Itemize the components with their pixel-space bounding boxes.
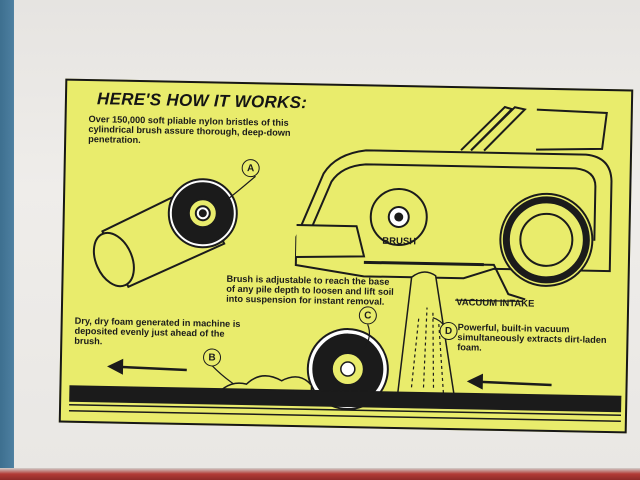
extracted-foam-column <box>395 271 457 409</box>
callout-a-text: Over 150,000 soft pliable nylon bristles… <box>88 114 291 146</box>
internal-brush <box>369 188 428 247</box>
brush-label: BRUSH <box>382 235 417 248</box>
callout-leaders <box>211 175 524 385</box>
vacuum-intake-label: VACUUM INTAKE <box>456 297 535 310</box>
carpet-pile <box>68 385 622 423</box>
carpet-brush <box>306 328 389 411</box>
direction-arrows <box>107 358 552 390</box>
headline: HERE'S HOW IT WORKS: <box>96 89 308 113</box>
how-it-works-panel: HERE'S HOW IT WORKS: Over 150,000 soft p… <box>58 78 634 434</box>
callout-d-text: Powerful, built-in vacuum simultaneously… <box>457 322 607 353</box>
machine-wheel <box>499 192 594 287</box>
callout-c-text: Brush is adjustable to reach the base of… <box>226 273 394 307</box>
callout-b-text: Dry, dry foam generated in machine is de… <box>74 315 241 347</box>
brush-cylinder-illustration <box>92 178 238 289</box>
book-bottom-edge <box>0 468 640 480</box>
machine-illustration <box>68 105 622 423</box>
